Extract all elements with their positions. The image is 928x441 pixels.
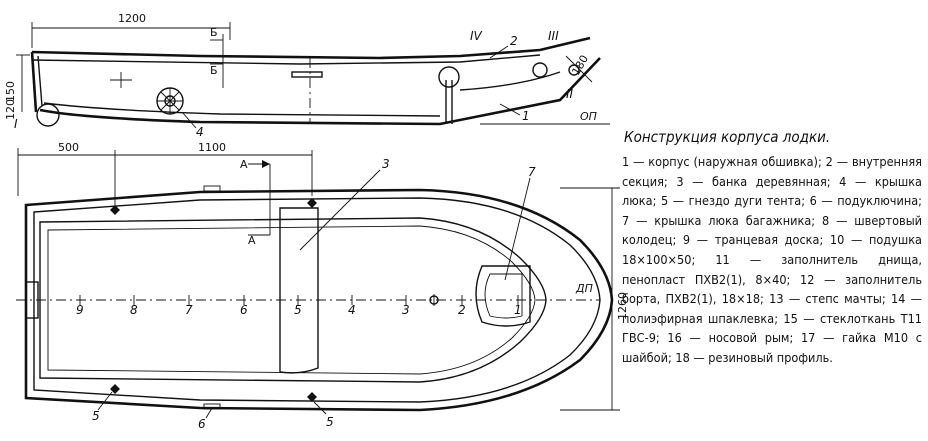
frame-number-2: 2 (458, 303, 466, 317)
side-view: 1200 Б Б 150 120 (4, 12, 610, 139)
label-3: 3 (382, 157, 390, 171)
dim-1100: 1100 (198, 141, 226, 154)
frame-number-8: 8 (130, 303, 138, 317)
section-a-top: А (240, 158, 248, 171)
frame-number-3: 3 (402, 303, 410, 317)
plan-view: 500 1100 3 7 А А (16, 141, 629, 431)
dim-500: 500 (58, 141, 79, 154)
label-1: 1 (522, 109, 530, 123)
frame-number-4: 4 (348, 303, 356, 317)
caption-body: 1 — корпус (наружная обшивка); 2 — внутр… (622, 154, 922, 365)
dim-120: 120 (4, 99, 17, 120)
baseline-label: ОП (580, 110, 597, 123)
label-I: I (14, 117, 18, 131)
caption: Конструкция корпуса лодки. 1 — корпус (н… (622, 128, 922, 368)
frame-number-6: 6 (240, 303, 248, 317)
label-4: 4 (196, 125, 204, 139)
label-7: 7 (528, 165, 536, 179)
label-5-right: 5 (326, 415, 334, 429)
frame-number-9: 9 (76, 303, 84, 317)
bow-label: ДП (575, 282, 593, 295)
frame-number-7: 7 (185, 303, 193, 317)
label-5-left: 5 (92, 409, 100, 423)
detail-circle-IV (438, 66, 460, 88)
label-6: 6 (198, 417, 206, 431)
section-b-bottom: Б (210, 64, 218, 77)
detail-circle-II (568, 64, 580, 76)
frame-number-5: 5 (294, 303, 302, 317)
detail-circle-I (36, 103, 60, 127)
section-b-top: Б (210, 26, 218, 39)
label-II: II (566, 87, 574, 101)
dim-1200: 1200 (118, 12, 146, 25)
caption-title: Конструкция корпуса лодки. (624, 128, 831, 146)
label-III: III (548, 29, 559, 43)
dim-150: 150 (4, 81, 17, 102)
detail-circle-III (532, 62, 548, 78)
frame-numbers: 9 8 7 6 5 4 3 2 1 (76, 295, 522, 317)
section-a-bottom: А (248, 234, 256, 247)
dim-1260: 1260 (616, 292, 629, 320)
frame-number-1: 1 (514, 303, 522, 317)
dim-180: 180 (569, 53, 591, 78)
label-2: 2 (510, 34, 518, 48)
label-IV: IV (470, 29, 483, 43)
